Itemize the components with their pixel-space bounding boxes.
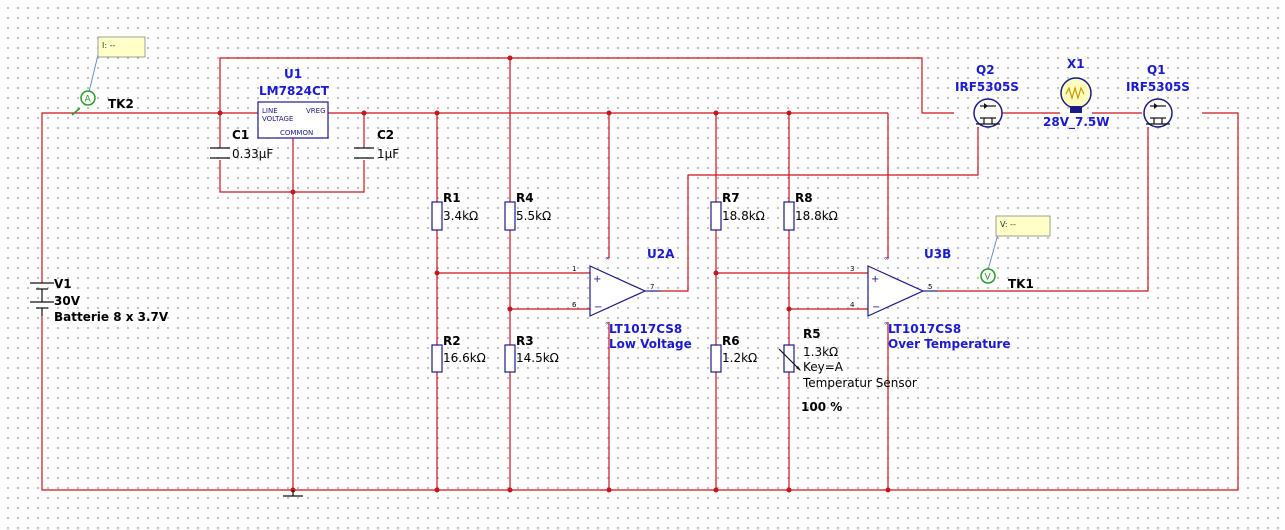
voltage-probe[interactable]: V: -- V [980, 215, 1051, 284]
r1-value: 3.4kΩ [443, 209, 478, 223]
u2a-vplus-icon: ∞ [605, 255, 610, 262]
r5-value: 1.3kΩ [803, 345, 838, 359]
u2a-part: LT1017CS8 [609, 322, 682, 336]
u2a-vminus-icon: ∞ [605, 320, 610, 327]
c1-ref: C1 [232, 128, 249, 142]
current-probe[interactable]: I: -- A [71, 36, 146, 116]
voltmeter-icon: V [985, 273, 992, 283]
junction-dots [217, 55, 891, 493]
c2-value: 1µF [377, 147, 399, 161]
r5-percent: 100 % [801, 400, 842, 414]
c2-ref: C2 [377, 128, 394, 142]
u2a-pin-plus: 1 [572, 265, 576, 273]
r3-value: 14.5kΩ [516, 351, 559, 365]
u2a-ref: U2A [647, 247, 675, 261]
u2a-minus-icon: − [594, 302, 602, 313]
r7-ref: R7 [722, 191, 740, 205]
r8-ref: R8 [795, 191, 813, 205]
v1-value: 30V [54, 294, 81, 308]
resistor-r6[interactable] [710, 344, 722, 373]
testpoint-tk2: TK2 [108, 97, 134, 111]
x1-ref: X1 [1067, 57, 1085, 71]
u3b-vminus-icon: ∞ [884, 320, 889, 327]
r5-ref: R5 [803, 327, 821, 341]
v1-desc: Batterie 8 x 3.7V [54, 310, 169, 324]
opamp-u2a[interactable]: + − ∞ ∞ [589, 255, 660, 327]
u2a-pin-minus: 6 [572, 301, 577, 309]
current-probe-label: I: -- [102, 41, 115, 50]
u3b-pin-plus: 3 [850, 265, 854, 273]
r2-value: 16.6kΩ [443, 351, 486, 365]
r8-value: 18.8kΩ [795, 209, 838, 223]
r5-desc: Temperatur Sensor [802, 376, 917, 390]
r6-ref: R6 [722, 334, 740, 348]
x1-value: 28V_7.5W [1043, 115, 1109, 130]
r3-ref: R3 [516, 334, 534, 348]
ground-symbol[interactable] [283, 490, 303, 497]
r5-key: Key=A [803, 360, 844, 374]
battery-v1[interactable] [30, 282, 54, 316]
capacitor-c1[interactable] [210, 147, 230, 159]
resistor-r4[interactable] [504, 201, 516, 231]
u3b-plus-icon: + [871, 274, 879, 285]
u3b-vplus-icon: ∞ [884, 255, 889, 262]
u1-common-label: COMMON [280, 129, 313, 137]
u3b-part: LT1017CS8 [888, 322, 961, 336]
resistor-r3[interactable] [504, 344, 516, 373]
u2a-plus-icon: + [593, 274, 601, 285]
r7-value: 18.8kΩ [722, 209, 765, 223]
opamp-u3b[interactable]: + − ∞ ∞ [867, 255, 938, 327]
q1-part: IRF5305S [1126, 80, 1190, 94]
capacitor-c2[interactable] [354, 147, 374, 159]
resistor-r1[interactable] [431, 201, 443, 231]
c1-value: 0.33µF [232, 147, 273, 161]
r1-ref: R1 [443, 191, 461, 205]
mosfet-q2[interactable] [973, 98, 1003, 128]
u3b-pin-out: 5 [928, 283, 932, 291]
regulator-u1[interactable]: LINE VOLTAGE VREG COMMON [257, 101, 329, 139]
u2a-pin-out: 7 [650, 283, 654, 291]
q1-ref: Q1 [1147, 63, 1166, 77]
u3b-desc: Over Temperature [888, 337, 1011, 351]
mosfet-q1[interactable] [1143, 98, 1173, 128]
u1-part: LM7824CT [259, 84, 330, 98]
potentiometer-r5[interactable] [778, 344, 801, 373]
lamp-x1[interactable] [1060, 77, 1092, 113]
r6-value: 1.2kΩ [722, 351, 757, 365]
u2a-desc: Low Voltage [609, 337, 692, 351]
r2-ref: R2 [443, 334, 461, 348]
q2-ref: Q2 [976, 63, 995, 77]
ammeter-icon: A [85, 95, 92, 105]
resistor-r7[interactable] [710, 201, 722, 231]
u3b-pin-minus: 4 [850, 301, 855, 309]
r4-ref: R4 [516, 191, 534, 205]
r4-value: 5.5kΩ [516, 209, 551, 223]
u1-vreg-label: VREG [306, 107, 326, 115]
v1-ref: V1 [54, 277, 72, 291]
q2-part: IRF5305S [955, 80, 1019, 94]
u3b-minus-icon: − [872, 302, 880, 313]
u3b-ref: U3B [924, 247, 951, 261]
testpoint-tk1: TK1 [1008, 277, 1034, 291]
u1-ref: U1 [284, 67, 302, 81]
u1-voltage-label: VOLTAGE [262, 115, 293, 123]
u1-line-label: LINE [262, 107, 278, 115]
voltage-probe-label: V: -- [1000, 220, 1016, 229]
resistor-r8[interactable] [783, 201, 795, 231]
resistor-r2[interactable] [431, 344, 443, 373]
